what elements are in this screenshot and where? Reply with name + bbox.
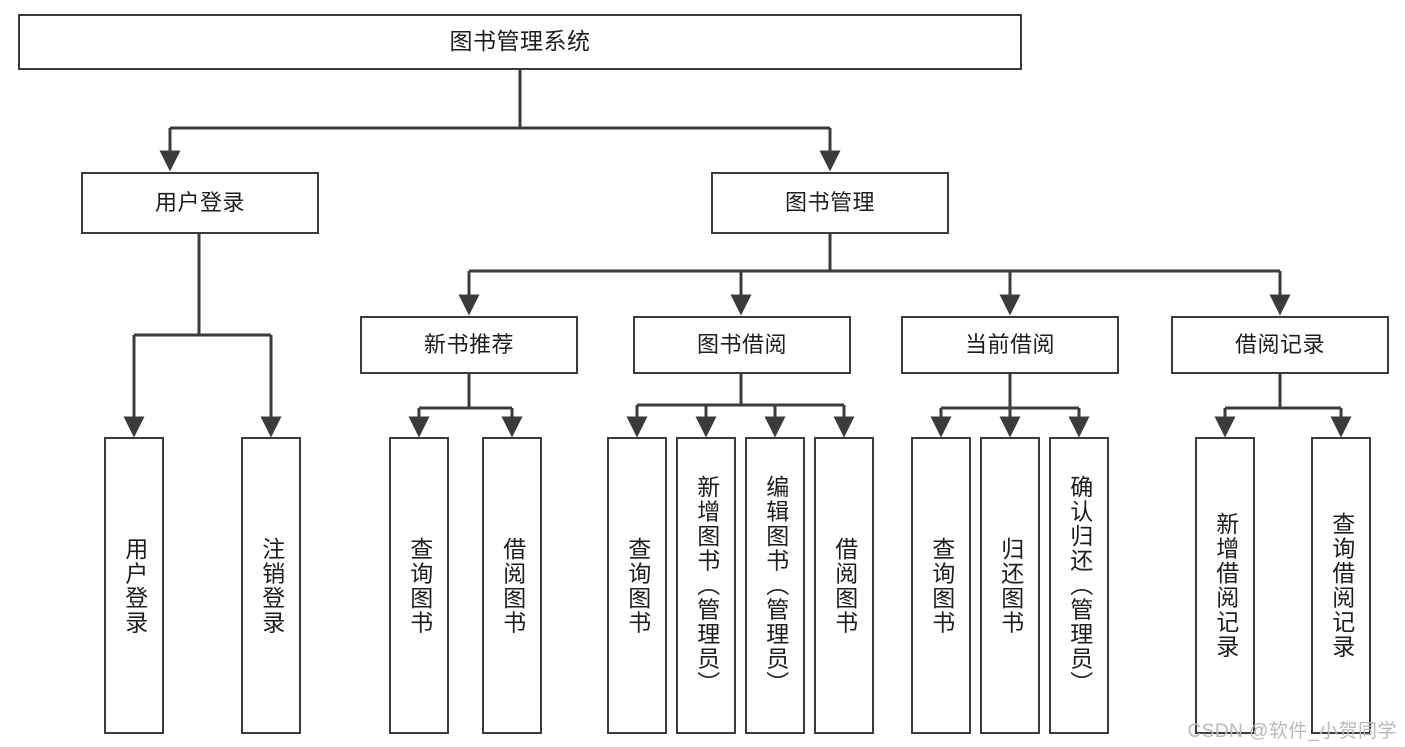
leaf-borrow-borrow-book[interactable]: 借阅图书 xyxy=(814,437,874,734)
leaf-new-book-query-label: 查询图书 xyxy=(406,536,433,635)
leaf-current-query-book-label: 查询图书 xyxy=(928,536,955,635)
leaf-borrow-add-book-admin-label: 新增图书（管理员） xyxy=(693,475,720,696)
leaf-records-query-record[interactable]: 查询借阅记录 xyxy=(1311,437,1371,734)
node-new-book-recommend-label: 新书推荐 xyxy=(423,332,514,358)
node-root-system-label: 图书管理系统 xyxy=(449,28,591,55)
leaf-borrow-edit-book-admin[interactable]: 编辑图书（管理员） xyxy=(745,437,805,734)
node-current-borrow-label: 当前借阅 xyxy=(964,332,1055,358)
leaf-user-login-signin[interactable]: 用户登录 xyxy=(104,437,164,734)
leaf-user-login-signout-label: 注销登录 xyxy=(258,536,285,635)
node-current-borrow[interactable]: 当前借阅 xyxy=(901,316,1119,374)
leaf-borrow-query-book[interactable]: 查询图书 xyxy=(607,437,667,734)
node-root-system[interactable]: 图书管理系统 xyxy=(18,14,1022,70)
leaf-borrow-query-book-label: 查询图书 xyxy=(624,536,651,635)
leaf-borrow-add-book-admin[interactable]: 新增图书（管理员） xyxy=(676,437,736,734)
leaf-new-book-query[interactable]: 查询图书 xyxy=(389,437,449,734)
leaf-current-confirm-return-admin[interactable]: 确认归还（管理员） xyxy=(1049,437,1109,734)
node-borrow-records[interactable]: 借阅记录 xyxy=(1171,316,1389,374)
node-book-borrow[interactable]: 图书借阅 xyxy=(633,316,851,374)
leaf-borrow-edit-book-admin-label: 编辑图书（管理员） xyxy=(762,475,789,696)
leaf-current-return-book-label: 归还图书 xyxy=(997,536,1024,635)
leaf-records-add-record-label: 新增借阅记录 xyxy=(1212,512,1239,659)
leaf-user-login-signin-label: 用户登录 xyxy=(121,536,148,635)
node-borrow-records-label: 借阅记录 xyxy=(1234,332,1325,358)
node-new-book-recommend[interactable]: 新书推荐 xyxy=(360,316,578,374)
node-user-login[interactable]: 用户登录 xyxy=(81,172,319,234)
leaf-current-query-book[interactable]: 查询图书 xyxy=(911,437,971,734)
csdn-watermark: CSDN @软件_小贺同学 xyxy=(1187,721,1397,742)
leaf-records-query-record-label: 查询借阅记录 xyxy=(1328,512,1355,659)
leaf-borrow-borrow-book-label: 借阅图书 xyxy=(831,536,858,635)
leaf-current-confirm-return-admin-label: 确认归还（管理员） xyxy=(1066,475,1093,696)
node-book-borrow-label: 图书借阅 xyxy=(696,332,787,358)
leaf-new-book-borrow[interactable]: 借阅图书 xyxy=(482,437,542,734)
leaf-records-add-record[interactable]: 新增借阅记录 xyxy=(1195,437,1255,734)
leaf-new-book-borrow-label: 借阅图书 xyxy=(499,536,526,635)
leaf-current-return-book[interactable]: 归还图书 xyxy=(980,437,1040,734)
node-user-login-label: 用户登录 xyxy=(154,190,245,216)
node-book-management[interactable]: 图书管理 xyxy=(711,172,949,234)
node-book-management-label: 图书管理 xyxy=(784,190,875,216)
leaf-user-login-signout[interactable]: 注销登录 xyxy=(241,437,301,734)
